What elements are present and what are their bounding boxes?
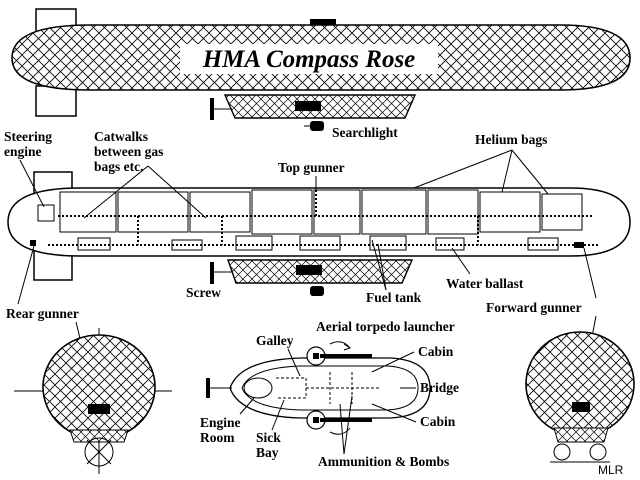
cutaway-side-view [7, 171, 631, 296]
label-catwalks-1: Catwalks [94, 129, 148, 144]
rear-propeller [84, 437, 114, 467]
gondola-window [295, 101, 321, 111]
label-sick-bay-1: Sick [256, 430, 281, 445]
label-helium-bags: Helium bags [475, 132, 547, 147]
label-cabin-bottom: Cabin [420, 414, 456, 429]
label-bridge: Bridge [420, 380, 459, 395]
plan-propeller [206, 378, 210, 398]
propeller-top [210, 98, 214, 120]
label-cabin-top: Cabin [418, 344, 454, 359]
label-engine-room-1: Engine [200, 415, 241, 430]
rear-gunner-position [88, 404, 110, 414]
rear-gunner-pod [30, 240, 36, 246]
label-galley: Galley [256, 333, 294, 348]
aerial-torpedo-launcher [320, 354, 372, 358]
lower-tail-fin [35, 85, 77, 117]
screw-icon [210, 262, 214, 284]
label-fuel-tank: Fuel tank [366, 290, 422, 305]
rear-end-view [14, 328, 172, 474]
label-catwalks-2: between gas [94, 144, 163, 159]
front-end-view [525, 331, 635, 463]
gas-bags [59, 189, 583, 235]
label-screw: Screw [186, 285, 221, 300]
engine-room [243, 377, 273, 399]
ship-name: HMA Compass Rose [202, 46, 416, 73]
label-sick-bay-2: Bay [256, 445, 279, 460]
rear-hull [42, 334, 156, 440]
label-aerial-torpedo: Aerial torpedo launcher [316, 319, 455, 334]
gondola-plan-view [206, 341, 431, 435]
label-ammunition-bombs: Ammunition & Bombs [318, 454, 449, 469]
top-mount [310, 19, 336, 25]
exterior-side-view: HMA Compass Rose Searchlight [11, 8, 631, 140]
label-steering-1: Steering [4, 129, 52, 144]
label-top-gunner: Top gunner [278, 160, 345, 175]
front-hull [525, 331, 635, 437]
label-forward-gunner: Forward gunner [486, 300, 582, 315]
searchlight-icon [310, 121, 324, 131]
label-engine-room-2: Room [200, 430, 235, 445]
steering-engine-box [37, 204, 55, 222]
name-banner [180, 44, 438, 74]
cutaway-labels: Steering engine Catwalks between gas bag… [4, 129, 597, 405]
gondola-window-cutaway [296, 265, 322, 275]
label-searchlight: Searchlight [332, 125, 398, 140]
forward-gunner-pod [574, 242, 584, 248]
forward-gunner-position [572, 402, 590, 412]
author-signature: MLR [598, 463, 624, 477]
label-water-ballast: Water ballast [446, 276, 524, 291]
hull-cutaway [7, 187, 631, 257]
lower-tanks [77, 235, 559, 251]
gondola-plan-labels: Galley Aerial torpedo launcher Cabin Bri… [200, 319, 459, 469]
lower-launcher [320, 418, 372, 422]
label-catwalks-3: bags etc. [94, 159, 144, 174]
label-rear-gunner: Rear gunner [6, 306, 79, 321]
label-steering-2: engine [4, 144, 42, 159]
searchlight-lower-icon [310, 286, 324, 296]
